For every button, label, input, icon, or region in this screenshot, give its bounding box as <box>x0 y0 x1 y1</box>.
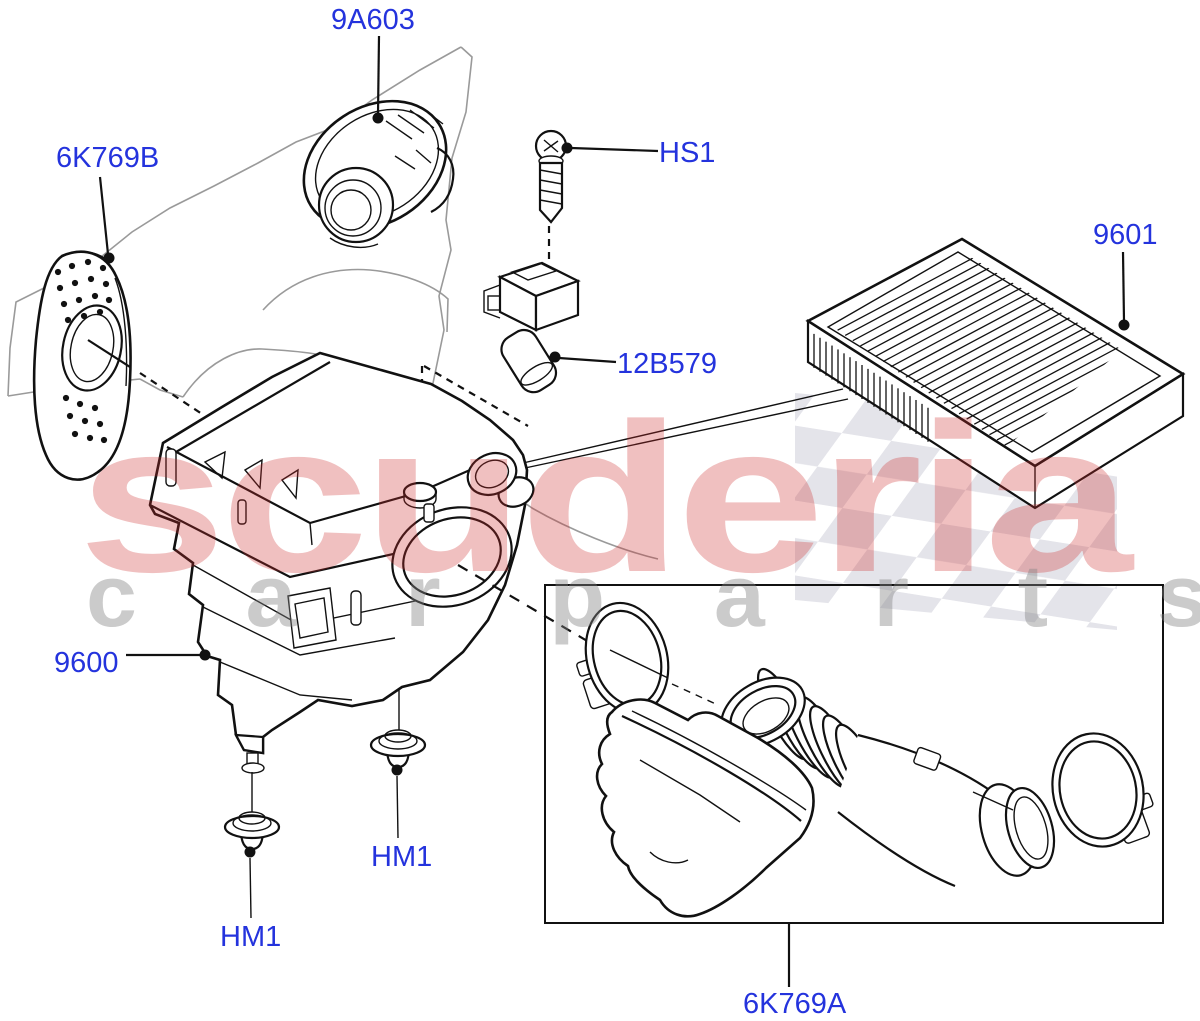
part-label-9600: 9600 <box>54 647 119 679</box>
part-label-12B579: 12B579 <box>617 348 717 380</box>
part-label-HM1-front: HM1 <box>220 921 282 953</box>
screw-drawing <box>534 129 568 264</box>
maf-sensor-drawing <box>420 261 581 428</box>
part-label-6K769A: 6K769A <box>743 988 847 1020</box>
part-label-HS1: HS1 <box>659 137 716 169</box>
air-inlet-grille-drawing <box>32 250 203 481</box>
air-intake-hose-box <box>544 584 1164 924</box>
resonator-drawing <box>302 99 455 249</box>
part-label-9A603: 9A603 <box>331 4 415 36</box>
leader-lines <box>98 35 1130 987</box>
grommet-rear-drawing <box>369 688 427 839</box>
part-label-HM1-rear: HM1 <box>371 841 433 873</box>
air-filter-element-drawing <box>805 237 1186 510</box>
part-label-6K769B: 6K769B <box>56 142 160 174</box>
part-label-9601: 9601 <box>1093 219 1158 251</box>
air-cleaner-assembly-drawing <box>148 351 535 774</box>
grommet-front-drawing <box>223 772 281 919</box>
